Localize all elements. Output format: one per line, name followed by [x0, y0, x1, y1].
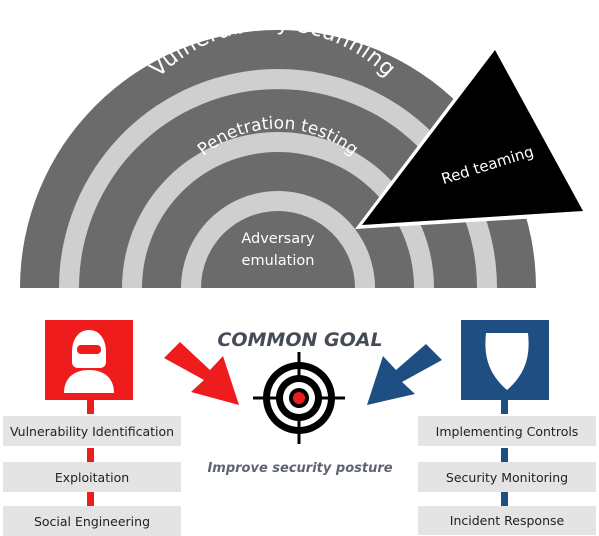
- blue-item-security-monitoring: Security Monitoring: [418, 462, 596, 492]
- hooded-hacker-icon: [64, 330, 114, 393]
- blue-item-implementing-controls: Implementing Controls: [418, 416, 596, 446]
- blue-item-incident-response: Incident Response: [418, 506, 596, 535]
- blue-arrow: [367, 344, 442, 405]
- red-teaming-triangle: [362, 50, 583, 225]
- red-item-social-engineering: Social Engineering: [3, 506, 181, 536]
- red-arrow: [164, 342, 239, 405]
- adversary-label: Adversary: [241, 231, 315, 247]
- ring-core: [201, 211, 355, 288]
- emulation-label: emulation: [242, 253, 315, 269]
- improve-posture-subtitle: Improve security posture: [207, 461, 392, 476]
- common-goal-title: COMMON GOAL: [217, 329, 382, 351]
- red-item-vulnerability-identification: Vulnerability Identification: [3, 416, 181, 446]
- shield-icon: [485, 333, 529, 390]
- red-item-exploitation: Exploitation: [3, 462, 181, 492]
- target-icon: [253, 352, 345, 444]
